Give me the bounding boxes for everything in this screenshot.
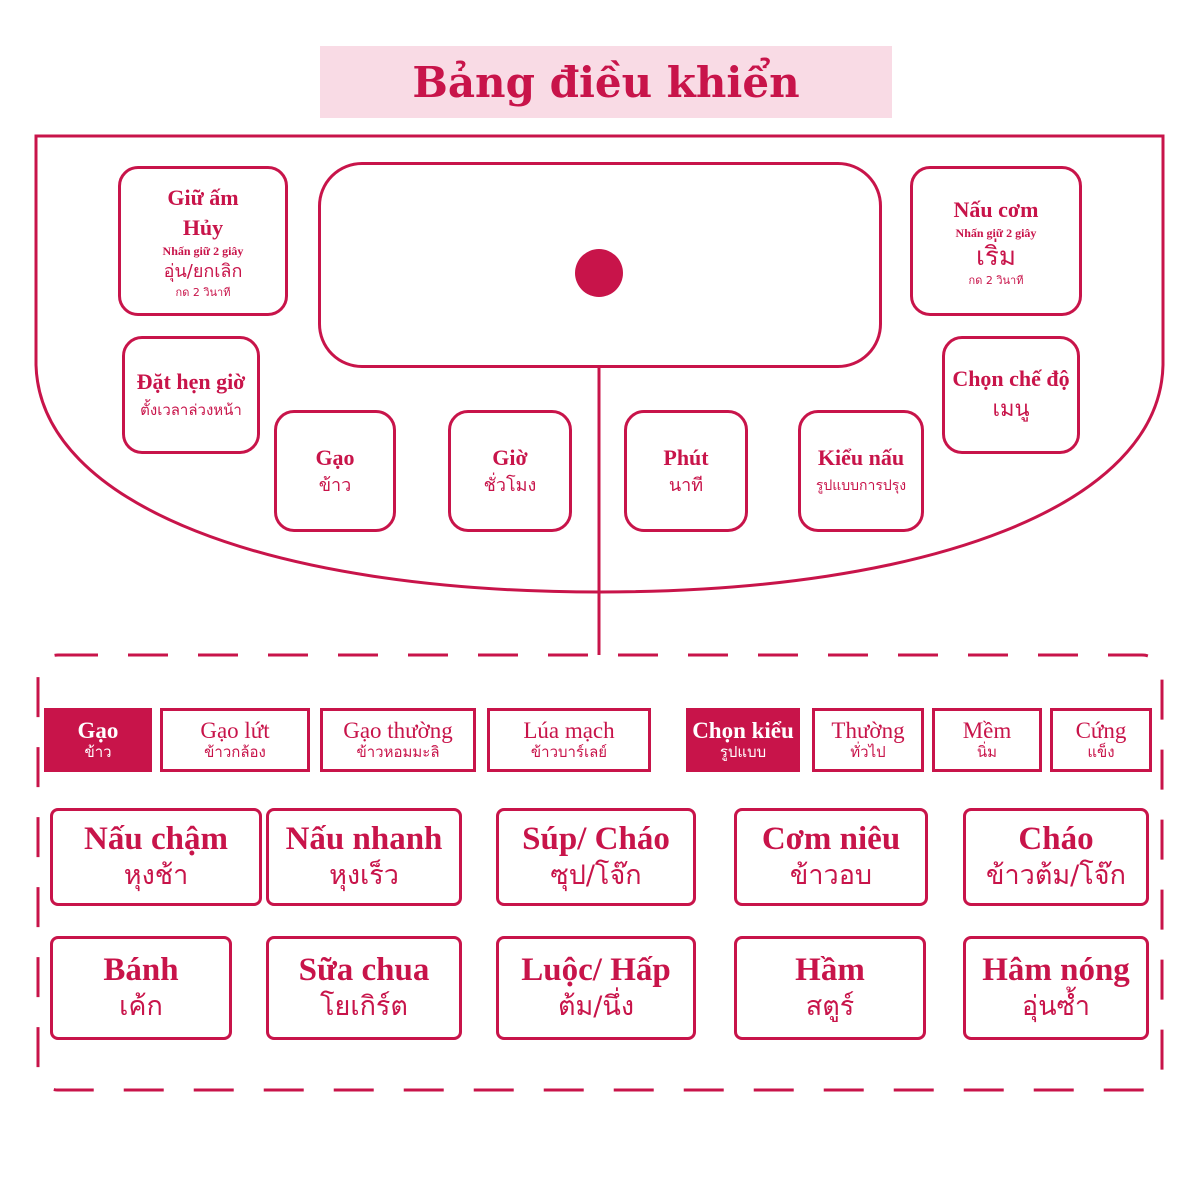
minute-button[interactable]: Phút นาที (624, 410, 748, 532)
cook-rice-label: Nấu cơm (953, 196, 1039, 222)
menu-button[interactable]: Chọn chế độ เมนู (942, 336, 1080, 454)
hour-button[interactable]: Giờ ชั่วโมง (448, 410, 572, 532)
rice-type-thai: ข้าว (84, 742, 112, 761)
rice-type-label: Gạo (77, 717, 119, 743)
texture-thai: ทั่วไป (850, 742, 886, 761)
mode-label: Luộc/ Hấp (521, 952, 671, 988)
mode-thai: สตูร์ (805, 991, 855, 1022)
keep-warm-label: Giữ ấm (167, 184, 239, 210)
mode-label: Cháo (1018, 821, 1094, 857)
rice-label: Gạo (315, 445, 355, 470)
rice-type-brown-rice[interactable]: Gạo lứt ข้าวกล้อง (160, 708, 310, 772)
texture-label: Cứng (1075, 717, 1127, 743)
texture-soft[interactable]: Mềm นิ่ม (932, 708, 1042, 772)
texture-thai: นิ่ม (976, 742, 998, 761)
minute-label: Phút (663, 445, 709, 470)
display-indicator-dot (575, 249, 623, 297)
title-banner: Bảng điều khiển (320, 46, 892, 118)
mode-slow-cook[interactable]: Nấu chậm หุงช้า (50, 808, 262, 906)
texture-label: Chọn kiểu (692, 717, 794, 743)
mode-label: Hầm (795, 952, 865, 988)
hour-label: Giờ (492, 445, 528, 470)
rice-type-thai: ข้าวบาร์เลย์ (530, 742, 608, 761)
rice-type-label: Gạo thường (343, 717, 453, 743)
cooking-style-thai: รูปแบบการปรุง (815, 478, 907, 494)
hour-thai: ชั่วโมง (483, 475, 537, 496)
mode-thai: ข้าวอบ (789, 860, 873, 891)
timer-button[interactable]: Đặt hẹn giờ ตั้งเวลาล่วงหน้า (122, 336, 260, 454)
keep-warm-cancel-button[interactable]: Giữ ấm Hủy Nhấn giữ 2 giây อุ่น/ยกเลิก ก… (118, 166, 288, 316)
cook-rice-hint: Nhấn giữ 2 giây (955, 225, 1037, 240)
cancel-label: Hủy (182, 214, 224, 240)
mode-thai: ต้ม/นึ่ง (557, 991, 635, 1022)
mode-thai: ซุป/โจ๊ก (550, 860, 642, 891)
cooking-style-button[interactable]: Kiểu nấu รูปแบบการปรุง (798, 410, 924, 532)
mode-boil-steam[interactable]: Luộc/ Hấp ต้ม/นึ่ง (496, 936, 696, 1040)
keep-warm-thai: อุ่น/ยกเลิก (163, 260, 243, 282)
timer-thai: ตั้งเวลาล่วงหน้า (140, 401, 242, 419)
mode-quick-cook[interactable]: Nấu nhanh หุงเร็ว (266, 808, 462, 906)
mode-cake[interactable]: Bánh เค้ก (50, 936, 232, 1040)
keep-warm-hint: Nhấn giữ 2 giây (162, 243, 244, 258)
mode-label: Súp/ Cháo (522, 821, 670, 857)
mode-label: Sữa chua (298, 952, 430, 988)
timer-label: Đặt hẹn giờ (136, 369, 246, 394)
page-title: Bảng điều khiển (412, 57, 800, 107)
rice-type-thai: ข้าวกล้อง (204, 742, 266, 761)
texture-select-style[interactable]: Chọn kiểu รูปแบบ (686, 708, 800, 772)
mode-reheat[interactable]: Hâm nóng อุ่นซ้ำ (963, 936, 1149, 1040)
mode-thai: หุงเร็ว (329, 860, 399, 891)
texture-label: Mềm (962, 717, 1012, 743)
mode-label: Nấu chậm (84, 821, 228, 857)
rice-thai: ข้าว (318, 475, 352, 496)
rice-type-rice[interactable]: Gạo ข้าว (44, 708, 152, 772)
texture-hard[interactable]: Cứng แข็ง (1050, 708, 1152, 772)
rice-type-regular-rice[interactable]: Gạo thường ข้าวหอมมะลิ (320, 708, 476, 772)
rice-type-label: Lúa mạch (523, 717, 615, 743)
rice-type-barley[interactable]: Lúa mạch ข้าวบาร์เลย์ (487, 708, 651, 772)
texture-thai: แข็ง (1087, 742, 1115, 761)
minute-thai: นาที (668, 475, 704, 496)
rice-button[interactable]: Gạo ข้าว (274, 410, 396, 532)
menu-thai: เมนู (992, 397, 1030, 422)
texture-normal[interactable]: Thường ทั่วไป (812, 708, 924, 772)
mode-thai: เค้ก (119, 991, 163, 1022)
mode-label: Hâm nóng (982, 952, 1130, 988)
cook-rice-thai: เริ่ม (976, 241, 1016, 272)
mode-thai: หุงช้า (123, 860, 189, 891)
mode-thai: อุ่นซ้ำ (1021, 991, 1091, 1022)
rice-type-thai: ข้าวหอมมะลิ (356, 742, 440, 761)
menu-label: Chọn chế độ (952, 366, 1070, 391)
mode-thai: โยเกิร์ต (320, 991, 408, 1022)
mode-clay-pot-rice[interactable]: Cơm niêu ข้าวอบ (734, 808, 928, 906)
rice-type-label: Gạo lứt (200, 717, 270, 743)
mode-soup-porridge[interactable]: Súp/ Cháo ซุป/โจ๊ก (496, 808, 696, 906)
cooking-style-label: Kiểu nấu (817, 445, 905, 470)
cook-rice-thai-hint: กด 2 วินาที (968, 273, 1024, 287)
cook-rice-start-button[interactable]: Nấu cơm Nhấn giữ 2 giây เริ่ม กด 2 วินาท… (910, 166, 1082, 316)
mode-label: Nấu nhanh (285, 821, 443, 857)
mode-yogurt[interactable]: Sữa chua โยเกิร์ต (266, 936, 462, 1040)
mode-congee[interactable]: Cháo ข้าวต้ม/โจ๊ก (963, 808, 1149, 906)
texture-thai: รูปแบบ (719, 742, 767, 761)
texture-label: Thường (831, 717, 905, 743)
mode-thai: ข้าวต้ม/โจ๊ก (986, 860, 1126, 891)
mode-label: Cơm niêu (761, 821, 901, 857)
mode-stew[interactable]: Hầm สตูร์ (734, 936, 926, 1040)
keep-warm-thai-hint: กด 2 วินาที (175, 285, 231, 299)
mode-label: Bánh (103, 952, 179, 988)
